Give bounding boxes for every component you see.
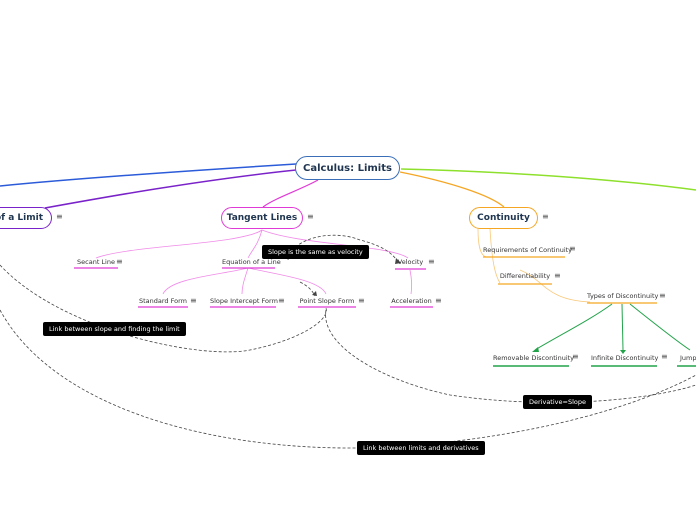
menu-icon[interactable]: ≡ (569, 244, 576, 253)
subtopic-label: Requirements of Continuity (483, 246, 573, 254)
subtopic-label: Acceleration (391, 297, 432, 305)
subtopic-equation-of-line[interactable]: Equation of a Line (222, 258, 281, 269)
subtopic-removable-discontinuity[interactable]: Removable Discontinuity (493, 354, 574, 365)
subtopic-label: Jump (680, 354, 696, 362)
topic-continuity[interactable]: Continuity (469, 207, 538, 229)
subtopic-secant-line[interactable]: Secant Line (74, 258, 118, 269)
subtopic-label: Equation of a Line (222, 258, 281, 266)
subtopic-label: Slope Intercept Form (210, 297, 278, 305)
root-label: Calculus: Limits (303, 162, 392, 174)
subtopic-infinite-discontinuity[interactable]: Infinite Discontinuity (591, 354, 659, 365)
menu-icon[interactable]: ≡ (358, 296, 365, 305)
menu-icon[interactable]: ≡ (661, 352, 668, 361)
menu-icon[interactable]: ≡ (190, 296, 197, 305)
topic-definition-of-limit[interactable]: of a Limit (0, 207, 52, 229)
subtopic-velocity[interactable]: Velocity (395, 258, 426, 269)
subtopic-label: Infinite Discontinuity (591, 354, 659, 362)
subtopic-acceleration[interactable]: Acceleration (390, 297, 433, 308)
callout-label: Link between slope and finding the limit (49, 325, 180, 333)
callout-slope-limit[interactable]: Link between slope and finding the limit (43, 322, 186, 336)
branch-root-lime (400, 168, 696, 191)
menu-icon[interactable]: ≡ (542, 212, 549, 221)
subtopic-standard-form[interactable]: Standard Form (138, 297, 188, 308)
menu-icon[interactable]: ≡ (435, 296, 442, 305)
subtopic-slope-intercept-form[interactable]: Slope Intercept Form (210, 297, 278, 308)
topic-label: of a Limit (0, 213, 44, 223)
subtopic-label: Standard Form (138, 297, 187, 305)
subtopic-label: Point Slope Form (299, 297, 355, 305)
topic-label: Tangent Lines (226, 213, 298, 223)
subtopic-label: Differentiability (499, 272, 551, 280)
topic-label: Continuity (477, 213, 530, 223)
callout-limits-derivatives[interactable]: Link between limits and derivatives (357, 441, 485, 455)
branch-root-definition-2 (44, 169, 297, 209)
branch-root-tangent (262, 179, 319, 208)
topic-tangent-lines[interactable]: Tangent Lines (221, 207, 303, 229)
menu-icon[interactable]: ≡ (428, 257, 435, 266)
menu-icon[interactable]: ≡ (278, 296, 285, 305)
menu-icon[interactable]: ≡ (572, 352, 579, 361)
subtopic-differentiability[interactable]: Differentiability (498, 272, 552, 283)
subtopic-label: Secant Line (77, 258, 115, 266)
callout-label: Link between limits and derivatives (363, 444, 479, 452)
menu-icon[interactable]: ≡ (56, 212, 63, 221)
subtopic-jump-discontinuity[interactable]: Jump (680, 354, 696, 365)
callout-label: Slope is the same as velocity (268, 248, 363, 256)
root-topic[interactable]: Calculus: Limits (295, 156, 400, 180)
callout-velocity-slope[interactable]: Slope is the same as velocity (262, 245, 369, 259)
subtopic-requirements-of-continuity[interactable]: Requirements of Continuity (483, 246, 572, 257)
menu-icon[interactable]: ≡ (116, 257, 123, 266)
branch-root-definition (0, 163, 297, 187)
subtopic-point-slope-form[interactable]: Point Slope Form (298, 297, 356, 308)
menu-icon[interactable]: ≡ (659, 291, 666, 300)
subtopic-label: Types of Discontinuity (587, 292, 659, 300)
menu-icon[interactable]: ≡ (307, 212, 314, 221)
menu-icon[interactable]: ≡ (554, 271, 561, 280)
subtopic-types-of-discontinuity[interactable]: Types of Discontinuity (587, 292, 659, 303)
subtopic-label: Removable Discontinuity (493, 354, 575, 362)
subtopic-label: Velocity (397, 258, 424, 266)
callout-label: Derivative=Slope (529, 398, 586, 406)
callout-derivative-slope[interactable]: Derivative=Slope (523, 395, 592, 409)
branch-root-continuity (399, 171, 505, 208)
